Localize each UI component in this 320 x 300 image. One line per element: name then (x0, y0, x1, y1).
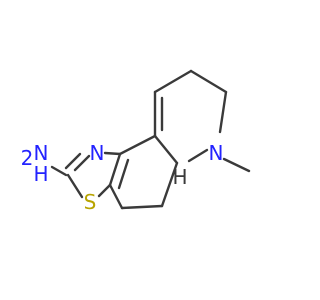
bond-c2-n3 (73, 154, 91, 172)
bond-c8-c7 (189, 69, 228, 94)
atom-labels: N H 2 N S N H (21, 141, 224, 214)
bond-c3a-c4 (118, 134, 157, 156)
bond-n6-c5a (187, 148, 209, 163)
bond-c7-n6 (218, 90, 228, 134)
bond-n6-methyl (222, 157, 251, 173)
ring-nitrogen-label: N (209, 141, 224, 165)
ring-junction-hydrogen-label: H (172, 165, 187, 189)
molecule-diagram: N H 2 N S N H (20, 69, 251, 214)
bond-c4-c5a (153, 134, 179, 165)
amine-subscript-label: 2 (21, 146, 34, 170)
bond-n3-c3a (103, 151, 122, 156)
bond-c5-c4b (120, 204, 164, 210)
amine-hydrogen-label: H (33, 162, 48, 186)
bond-c2-nh2 (50, 165, 68, 177)
bonds (50, 69, 251, 210)
sulfur-label: S (84, 190, 97, 214)
bond-c3a-c9b-double-outer (108, 152, 122, 187)
bond-c3a-c9b-double-inner (117, 158, 130, 190)
bond-c9-c8 (153, 69, 193, 94)
bond-c9b-s (97, 183, 112, 198)
structure-svg: N H 2 N S N H (21, 69, 251, 214)
bond-c5a-c5 (160, 161, 179, 208)
amine-nitrogen-label: N (34, 141, 49, 165)
bond-s-c2 (66, 173, 84, 199)
bond-c2-n3-double (64, 152, 82, 170)
thiazole-nitrogen-label: N (90, 141, 105, 165)
bond-c4b-c9b (108, 183, 124, 210)
